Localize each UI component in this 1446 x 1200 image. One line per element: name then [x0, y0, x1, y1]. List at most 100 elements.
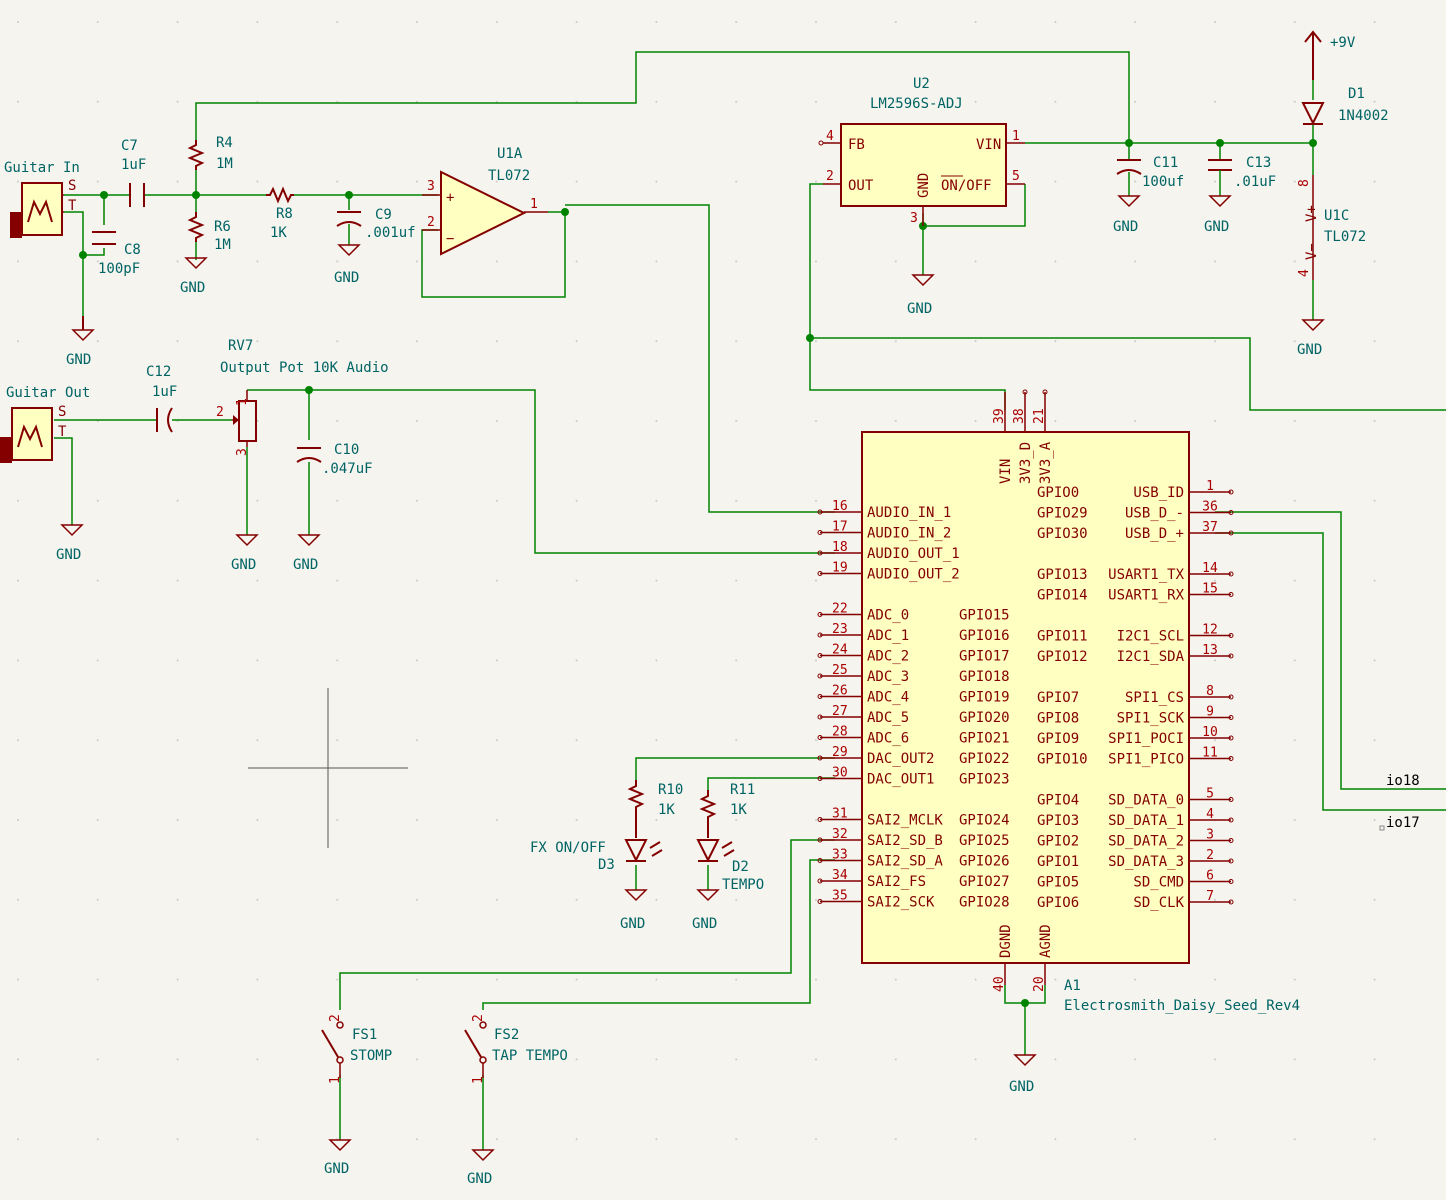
a1-pin-name: SAI2_SD_A: [867, 854, 943, 870]
gnd-symbol-icon: GND: [692, 889, 720, 932]
a1-pin-number: 30: [832, 766, 848, 781]
svg-text:FB: FB: [848, 137, 865, 153]
resistor-r10[interactable]: R10 1K: [627, 780, 683, 838]
a1-pin-number: 22: [832, 602, 848, 617]
capacitor-c13[interactable]: C13 .01uF: [1208, 155, 1276, 196]
svg-text:C13: C13: [1246, 155, 1271, 171]
capacitor-c9[interactable]: C9 .001uf: [336, 207, 416, 245]
svg-text:−: −: [446, 231, 454, 247]
svg-text:GND: GND: [1009, 1079, 1034, 1095]
a1-pin-name: SD_CLK: [1133, 895, 1184, 911]
footswitch-fs2[interactable]: 2 1 FS2 TAP TEMPO: [464, 1014, 568, 1084]
capacitor-c8[interactable]: C8 100pF: [92, 231, 141, 277]
svg-text:TL072: TL072: [488, 168, 530, 184]
a1-pin-gpio: GPIO13: [1037, 567, 1088, 583]
a1-pin-name: SAI2_FS: [867, 874, 926, 890]
a1-pin-gpio: GPIO8: [1037, 711, 1079, 727]
a1-pin-gpio: GPIO6: [1037, 895, 1079, 911]
a1-pin-name: SPI1_POCI: [1108, 731, 1184, 747]
diode-d1[interactable]: D1 1N4002: [1301, 86, 1389, 126]
led-d2[interactable]: D2 TEMPO: [696, 839, 764, 893]
capacitor-c12[interactable]: C12 1uF: [146, 364, 177, 433]
opamp-u1c-power[interactable]: 8 4 V+ V− U1C TL072: [1297, 175, 1366, 280]
jack-guitar-out[interactable]: S T Guitar Out: [0, 385, 90, 463]
svg-text:R10: R10: [658, 782, 683, 798]
svg-text:C10: C10: [334, 442, 359, 458]
a1-pin-name: USB_D_+: [1125, 526, 1184, 542]
jack-guitar-in[interactable]: S T Guitar In: [4, 160, 80, 238]
a1-pin-name: ADC_4: [867, 690, 909, 706]
resistor-r4[interactable]: R4 1M: [187, 135, 233, 172]
a1-pin-name: SAI2_SD_B: [867, 833, 943, 849]
svg-text:3: 3: [235, 448, 250, 456]
svg-text:GND: GND: [467, 1171, 492, 1187]
a1-pin-name: AUDIO_IN_1: [867, 505, 951, 521]
svg-text:2: 2: [471, 1014, 486, 1022]
a1-pin-number: 31: [832, 807, 848, 822]
capacitor-c11[interactable]: C11 100uf: [1116, 155, 1184, 196]
a1-pin-gpio: GPIO24: [959, 813, 1010, 829]
resistor-r8[interactable]: R8 1K: [266, 186, 294, 241]
gnd-symbol-icon: GND: [1009, 1054, 1037, 1095]
resistor-r6[interactable]: R6 1M: [187, 212, 231, 253]
capacitor-c10[interactable]: C10 .047uF: [296, 442, 373, 477]
a1-pin-gpio: GPIO18: [959, 669, 1010, 685]
led-d3[interactable]: FX ON/OFF D3: [530, 839, 663, 873]
svg-text:+: +: [446, 190, 454, 206]
potentiometer-rv7[interactable]: 2 1 3 RV7 Output Pot 10K Audio: [216, 338, 389, 456]
a1-pin-name: 3V3_A: [1038, 441, 1054, 484]
a1-pin-number: 3: [1206, 828, 1214, 843]
opamp-u1a[interactable]: + − 3 2 1 U1A TL072: [422, 146, 548, 256]
footswitch-fs1[interactable]: 2 1 FS1 STOMP: [321, 1014, 392, 1084]
capacitor-c7[interactable]: C7 1uF: [121, 138, 146, 207]
a1-pin-name: ADC_2: [867, 649, 909, 665]
a1-pin-gpio: GPIO1: [1037, 854, 1079, 870]
svg-text:4: 4: [1297, 269, 1312, 277]
resistor-r11[interactable]: R11 1K: [699, 782, 755, 838]
regulator-u2[interactable]: FB OUT VIN ON/OFF GND 4 2 1 5 3 U2 LM259…: [818, 76, 1025, 226]
ground-symbols: GND GND GND GND GND GND GND GND GND GND …: [56, 195, 1325, 1187]
